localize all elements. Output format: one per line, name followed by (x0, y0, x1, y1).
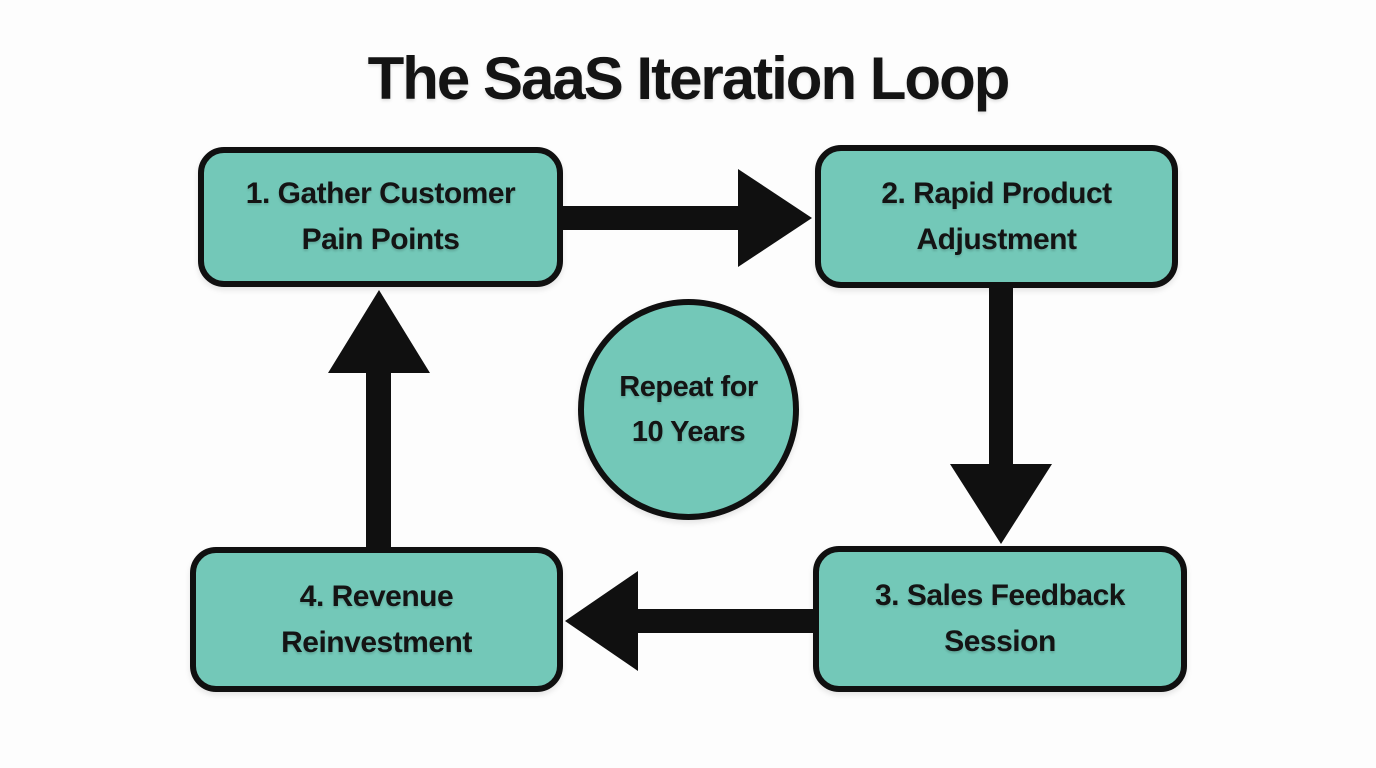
arrow-step2-to-step3-shaft (989, 286, 1013, 466)
step2-label-line2: Adjustment (916, 222, 1078, 256)
step3-sales-feedback-session-box: 3. Sales Feedback Session (813, 546, 1187, 692)
center-label-line1: Repeat for (619, 370, 758, 403)
repeat-for-10-years-circle: Repeat for 10 Years (578, 299, 799, 520)
step3-label-line1: 3. Sales Feedback (875, 579, 1126, 612)
arrow-step2-to-step3-down-arrowhead-icon (950, 464, 1052, 544)
center-label-line2: 10 Years (631, 415, 746, 448)
step1-label-line2: Pain Points (301, 223, 460, 256)
step2-rapid-product-adjustment-box: 2. Rapid Product Adjustment (815, 145, 1178, 288)
arrow-step4-to-step1-shaft (366, 370, 391, 549)
step4-revenue-reinvestment-box: 4. Revenue Reinvestment (190, 547, 563, 692)
arrow-step1-to-step2-shaft (561, 206, 740, 230)
arrow-step3-to-step4-left-arrowhead-icon (565, 571, 638, 671)
arrow-step1-to-step2-right-arrowhead-icon (738, 169, 812, 267)
step1-label-line1: 1. Gather Customer (245, 177, 516, 210)
arrow-step3-to-step4-shaft (636, 609, 815, 633)
step3-label-line2: Session (944, 625, 1056, 658)
arrow-step4-to-step1-up-arrowhead-icon (328, 290, 430, 373)
step4-label-line1: 4. Revenue (299, 579, 454, 613)
step1-gather-customer-pain-points-box: 1. Gather Customer Pain Points (198, 147, 563, 287)
step2-label-line1: 2. Rapid Product (881, 176, 1112, 210)
step4-label-line2: Reinvestment (281, 625, 472, 659)
diagram-title: The SaaS Iteration Loop (367, 45, 1011, 112)
